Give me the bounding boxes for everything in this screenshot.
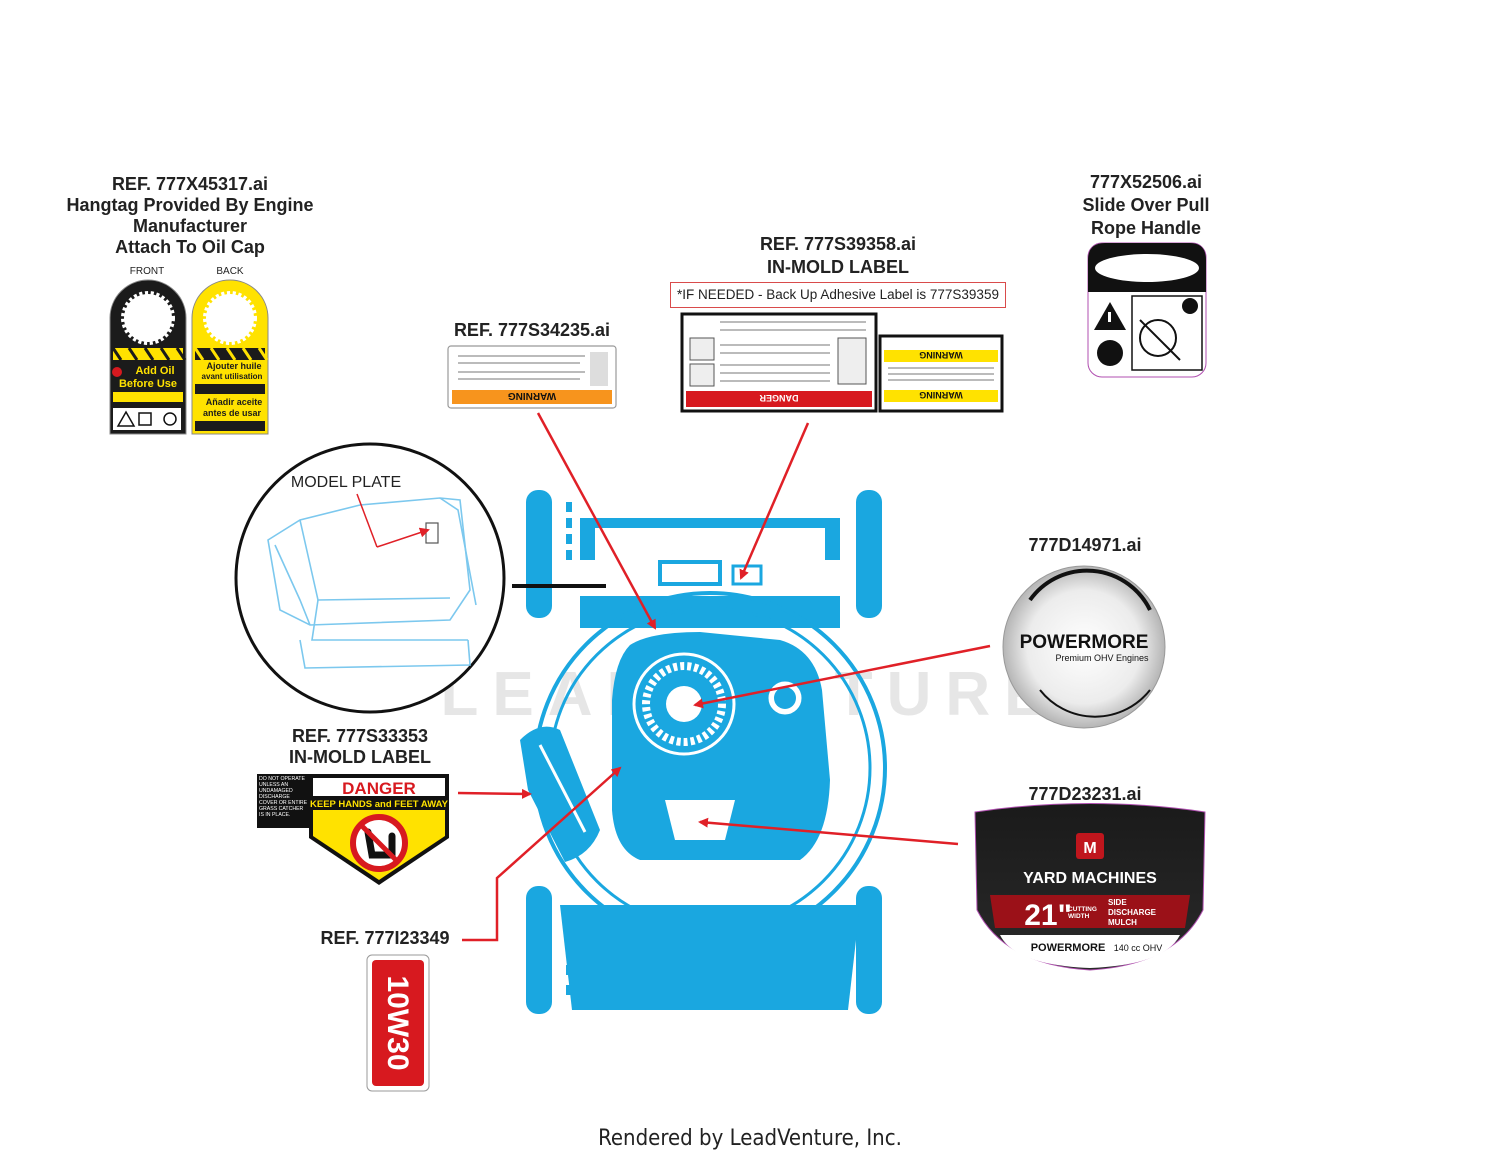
yard-cutting-size: 21" (1024, 899, 1072, 932)
yard-logo (1076, 833, 1104, 859)
hangtag-back-text1: Ajouter huile (206, 361, 261, 371)
rope-handle-label (1087, 242, 1207, 378)
yard-engine-brand: POWERMORE (1031, 942, 1106, 954)
front-wheel-left (526, 886, 552, 1014)
yard-ref: 777D23231.ai (1028, 784, 1142, 804)
oil-grade: 10W30 (381, 975, 414, 1070)
callout-arrows (457, 412, 991, 942)
rope-handle-ref: 777X52506.ai (1089, 172, 1203, 192)
hangtag-ref: REF. 777X45317.ai (111, 174, 269, 194)
oil-icon (163, 412, 177, 426)
manual-icon (1097, 340, 1123, 366)
inmold-label-left: DO NOT OPERATE UNLESS AN UNDAMAGED DISCH… (257, 774, 449, 885)
gear-icon-back (203, 291, 257, 345)
front-wheel-right (856, 886, 882, 1014)
danger-side-text: DO NOT OPERATE UNLESS AN UNDAMAGED DISCH… (259, 776, 308, 818)
oil-caption: REF. 777I23349 (300, 928, 470, 949)
hangtag-desc2: Manufacturer (132, 216, 248, 236)
yard-modes: SIDE DISCHARGE MULCH (1108, 898, 1157, 926)
inmold-top-desc: IN-MOLD LABEL (767, 257, 909, 277)
rear-wheel-left (526, 490, 552, 618)
rope-handle-caption: 777X52506.ai Slide Over Pull Rope Handle (1046, 171, 1246, 240)
inmold-top-caption: REF. 777S39358.ai IN-MOLD LABEL (688, 233, 988, 279)
hangtag-back-text4: antes de usar (203, 408, 262, 418)
rope-handle-desc1: Slide Over Pull (1082, 195, 1210, 215)
oil-label: 10W30 (366, 954, 430, 1092)
hand-hazard-icon (689, 337, 715, 361)
danger-subheading: KEEP HANDS and FEET AWAY (310, 799, 449, 810)
hangtag-desc1: Hangtag Provided By Engine (66, 195, 314, 215)
oil-ref: REF. 777I23349 (320, 928, 450, 948)
gear-icon (121, 291, 175, 345)
svg-text:M: M (1083, 840, 1096, 857)
warning-label-small-text: WARNING (508, 390, 557, 401)
inmold-left-desc: IN-MOLD LABEL (289, 747, 431, 767)
powermore-decal: POWERMORE Premium OHV Engines (1002, 565, 1166, 729)
rope-handle-desc2: Rope Handle (1090, 218, 1201, 238)
model-plate-callout: MODEL PLATE (291, 474, 401, 491)
yard-machines-decal: M YARD MACHINES 21" CUTTING WIDTH SIDE D… (974, 803, 1206, 971)
yard-engine-cc: 140 cc OHV (1114, 943, 1163, 953)
powermore-ref: 777D14971.ai (1028, 535, 1142, 555)
hangtag-front-caption: FRONT (130, 266, 164, 277)
powermore-caption: 777D14971.ai (1000, 535, 1170, 556)
inmold-top-danger-text: DANGER (759, 393, 799, 403)
powermore-brand: POWERMORE (1020, 632, 1149, 653)
yard-caption: 777D23231.ai (1000, 784, 1170, 805)
hangtag-front-text2: Before Use (119, 378, 177, 390)
warning-small-ref: REF. 777S34235.ai (453, 320, 611, 340)
warning-small-caption: REF. 777S34235.ai (432, 320, 632, 341)
inmold-top-warning-text-2: WARNING (919, 390, 963, 400)
inmold-left-caption: REF. 777S33353 IN-MOLD LABEL (250, 726, 470, 768)
yard-cutting-label: CUTTING WIDTH (1068, 906, 1097, 920)
inmold-top-ref: REF. 777S39358.ai (759, 234, 917, 254)
inmold-left-ref: REF. 777S33353 (291, 726, 429, 746)
hangtag-back-text3: Añadir aceite (206, 397, 263, 407)
hangtag-label: FRONT BACK Add Oil Before Use Ajouter hu… (109, 266, 269, 435)
footer-credit: Rendered by LeadVenture, Inc. (598, 1126, 902, 1151)
yard-brand: YARD MACHINES (1023, 870, 1157, 887)
slope-icon (837, 337, 867, 385)
warning-label-small: WARNING (447, 345, 617, 409)
warning-icon (116, 410, 136, 427)
inmold-top-warning-text: WARNING (919, 350, 963, 360)
powermore-tagline: Premium OHV Engines (1055, 653, 1149, 663)
rear-wheel-right (856, 490, 882, 618)
mower-top-view (520, 490, 887, 1014)
hangtag-front-text1: Add Oil (135, 365, 174, 377)
hazard-icon (590, 352, 608, 386)
danger-heading: DANGER (342, 779, 416, 798)
hangtag-desc3: Attach To Oil Cap (115, 237, 265, 257)
book-icon (138, 412, 152, 426)
exclamation-icon (1182, 298, 1198, 314)
discharge-chute (520, 726, 600, 862)
feet-hazard-icon (689, 363, 715, 387)
inmold-label-top: DANGER WARNING WARNING (680, 312, 1004, 413)
hangtag-caption: REF. 777X45317.ai Hangtag Provided By En… (40, 174, 340, 258)
inmold-top-note: *IF NEEDED - Back Up Adhesive Label is 7… (670, 282, 1006, 308)
hangtag-back-caption: BACK (216, 266, 244, 277)
model-plate-detail: MODEL PLATE (234, 442, 606, 714)
hangtag-back-text2: avant utilisation (202, 372, 263, 381)
